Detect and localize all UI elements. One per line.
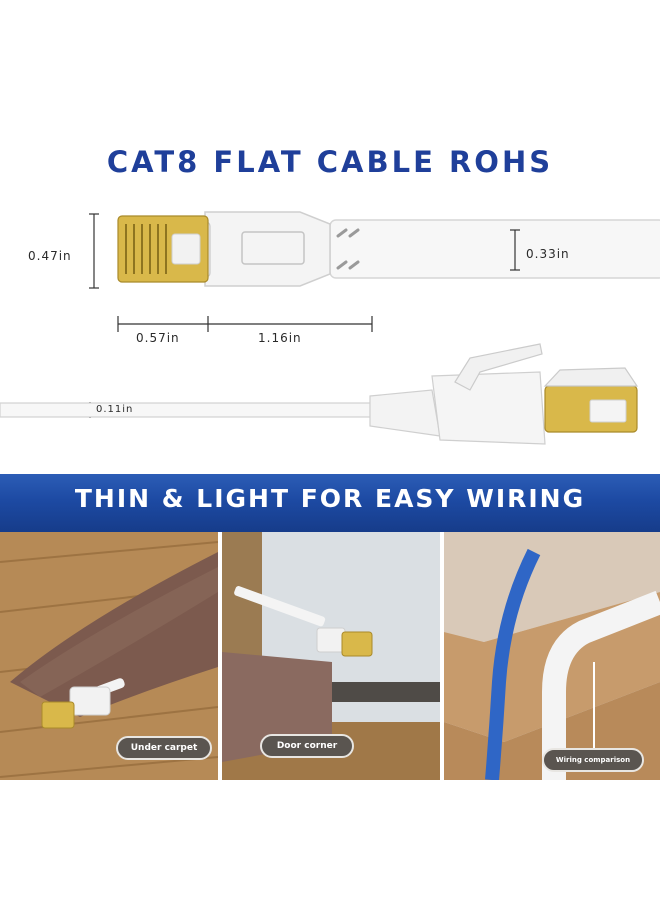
feature-banner: [0, 474, 660, 532]
cable-thickness-label: 0.11in: [96, 404, 134, 415]
wiring-comparison-photo: Wiring comparison: [444, 532, 660, 780]
dimension-lines: [89, 213, 520, 418]
under-carpet-label: Under carpet: [116, 736, 212, 760]
boot-length-label: 1.16in: [258, 331, 302, 345]
side-connector-view: [0, 343, 639, 445]
cable-dimension-diagram: [0, 211, 660, 445]
wiring-comparison-label: Wiring comparison: [542, 748, 644, 772]
door-corner-photo: Door corner: [222, 532, 440, 780]
feature-banner-text: THIN & LIGHT FOR EASY WIRING: [74, 484, 586, 513]
plug-length-label: 0.57in: [136, 331, 180, 345]
cable-width-label: 0.33in: [526, 247, 570, 261]
connector-height-label: 0.47in: [28, 249, 72, 263]
page-title: CAT8 FLAT CABLE ROHS: [106, 145, 554, 179]
door-corner-label: Door corner: [260, 734, 354, 758]
under-carpet-photo: Under carpet: [0, 532, 218, 780]
top-connector-view: [117, 211, 660, 287]
